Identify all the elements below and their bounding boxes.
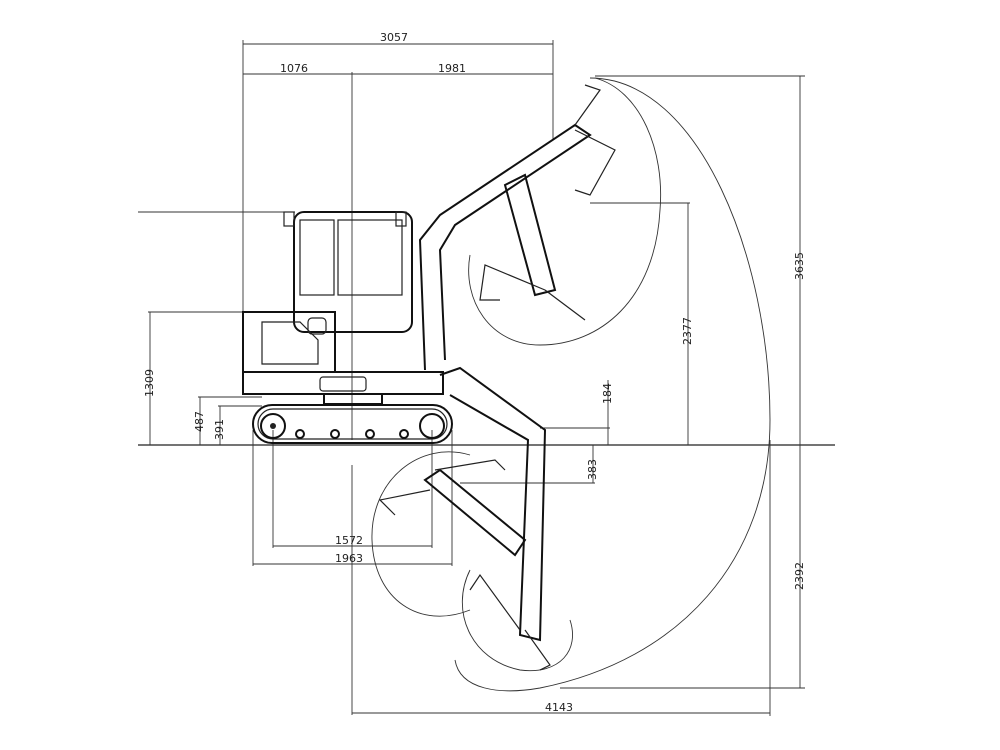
dim-label-3057: 3057: [380, 31, 408, 44]
engine-hood: [242, 311, 336, 373]
dim-label-4143: 4143: [545, 701, 573, 714]
dim-label-383: 383: [586, 459, 599, 480]
bucket-raised: [574, 84, 616, 196]
dim-label-1309: 1309: [143, 369, 156, 397]
dim-label-2377: 2377: [681, 317, 694, 345]
dim-2377: 2377: [590, 202, 694, 445]
dim-label-1572: 1572: [335, 534, 363, 547]
reach-envelope-arc: [454, 77, 771, 692]
dim-label-391: 391: [213, 419, 226, 440]
dim-383: 383: [460, 445, 599, 484]
dim-391: 391: [213, 405, 262, 445]
idler-wheel: [419, 413, 445, 439]
dim-1963: 1963: [252, 430, 453, 566]
swing-bearing: [323, 393, 383, 405]
boom-lowered: [439, 366, 547, 642]
dim-label-1981: 1981: [438, 62, 466, 75]
dim-1076: 1076 1981: [243, 62, 553, 75]
drive-sprocket: [260, 413, 286, 439]
dim-1309: 1309: [143, 311, 250, 445]
dim-4143: 4143: [352, 440, 771, 716]
dim-487: 487: [193, 396, 262, 445]
boom-raised: [418, 123, 592, 371]
cab-window-left: [299, 219, 335, 296]
upper-bucket-arc: [468, 77, 662, 346]
dim-2392: 2392: [560, 445, 806, 689]
dim-label-1076: 1076: [280, 62, 308, 75]
cab: [293, 211, 413, 333]
track: [252, 404, 453, 444]
dig-bucket-arc: [461, 569, 573, 672]
dim-label-3635: 3635: [793, 252, 806, 280]
bucket-lowered: [378, 459, 506, 516]
dim-3635: 3635: [595, 75, 806, 445]
dim-label-184: 184: [601, 383, 614, 404]
cab-window-right: [337, 219, 403, 296]
excavator-machine: [242, 84, 616, 671]
dim-label-487: 487: [193, 411, 206, 432]
bucket-dig: [469, 573, 551, 671]
arm-lowered: [423, 468, 527, 557]
arm-raised: [503, 173, 557, 297]
side-panel: [261, 321, 319, 365]
dim-label-1963: 1963: [335, 552, 363, 565]
bucket-curled: [479, 264, 586, 321]
dim-label-2392: 2392: [793, 562, 806, 590]
dim-3057: 3057: [242, 31, 554, 315]
lower-bucket-arc: [371, 451, 471, 617]
dim-1572: 1572: [272, 430, 433, 548]
dim-184: 184: [540, 380, 614, 445]
